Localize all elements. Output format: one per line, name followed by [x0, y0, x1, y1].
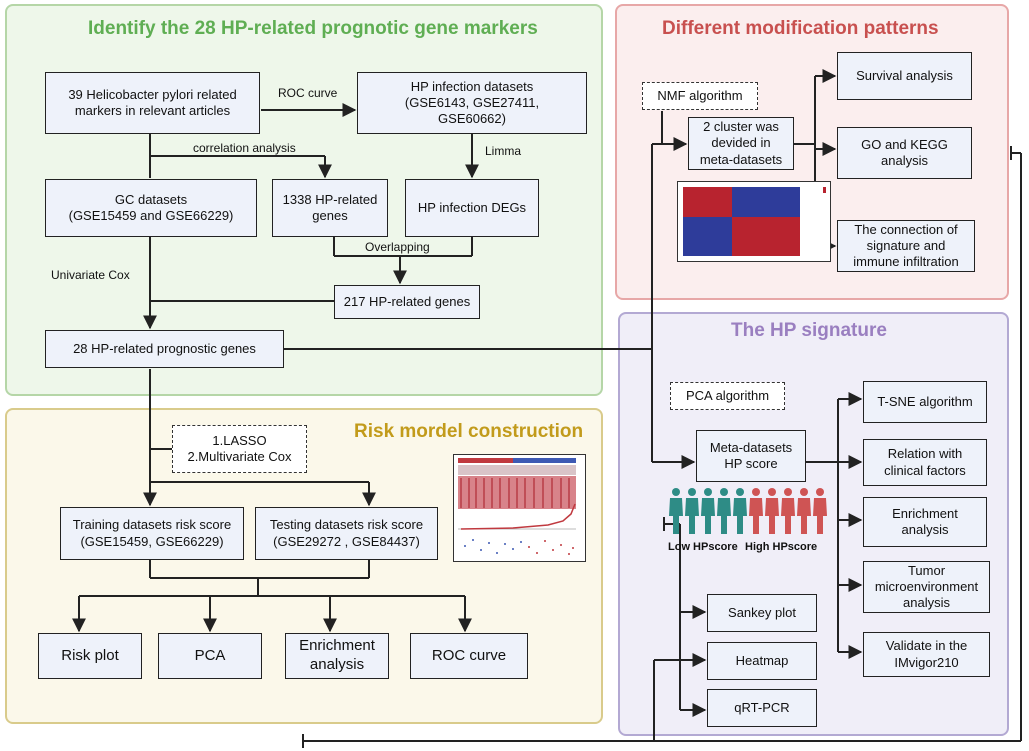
overlapping-label: Overlapping — [365, 240, 430, 254]
tumor-microenvironment-box: Tumor microenvironment analysis — [863, 561, 990, 613]
risk-plot-thumbnail — [453, 454, 586, 562]
clusters-box: 2 cluster was devided in meta-datasets — [688, 117, 794, 170]
qrt-pcr-box: qRT-PCR — [707, 689, 817, 727]
modification-title: Different modification patterns — [662, 18, 939, 39]
low-hpscore-label: Low HPscore — [668, 541, 738, 553]
limma-label: Limma — [485, 144, 522, 158]
hp-infection-degs-box: HP infection DEGs — [405, 179, 539, 237]
signature-title: The HP signature — [731, 320, 887, 341]
sankey-plot-box: Sankey plot — [707, 594, 817, 632]
hp-infection-datasets-box: HP infection datasets (GSE6143, GSE27411… — [357, 72, 587, 134]
heatmap-box: Heatmap — [707, 642, 817, 680]
sig-enrichment-box: Enrichment analysis — [863, 497, 987, 547]
meta-hp-score-box: Meta-datasets HP score — [696, 430, 806, 482]
roc-curve-box: ROC curve — [410, 633, 528, 679]
go-kegg-box: GO and KEGG analysis — [837, 127, 972, 179]
nmf-algorithm-box: NMF algorithm — [642, 82, 758, 110]
imvigor-box: Validate in the IMvigor210 — [863, 632, 990, 677]
tsne-box: T-SNE algorithm — [863, 381, 987, 423]
people-icons — [669, 488, 827, 534]
testing-risk-score-box: Testing datasets risk score (GSE29272 , … — [255, 507, 438, 560]
risk-title: Risk mordel construction — [354, 421, 584, 442]
survival-analysis-box: Survival analysis — [837, 52, 972, 100]
prognostic-genes-28-box: 28 HP-related prognostic genes — [45, 330, 284, 368]
identify-title: Identify the 28 HP-related prognotic gen… — [88, 18, 538, 39]
training-risk-score-box: Training datasets risk score (GSE15459, … — [60, 507, 244, 560]
risk-plot-box: Risk plot — [38, 633, 142, 679]
pca-algorithm-box: PCA algorithm — [670, 382, 785, 410]
pca-box: PCA — [158, 633, 262, 679]
roc-curve-label: ROC curve — [278, 86, 338, 100]
clinical-factors-box: Relation with clinical factors — [863, 439, 987, 486]
hp-related-genes-1338-box: 1338 HP-related genes — [272, 179, 388, 237]
hp-markers-box: 39 Helicobacter pylori related markers i… — [45, 72, 260, 134]
lasso-method-box: 1.LASSO 2.Multivariate Cox — [172, 425, 307, 473]
univariate-cox-label: Univariate Cox — [51, 268, 130, 282]
consensus-heatmap — [677, 181, 831, 262]
hp-related-genes-217-box: 217 HP-related genes — [334, 285, 480, 319]
correlation-analysis-label: correlation analysis — [193, 141, 296, 155]
immune-infiltration-box: The connection of signature and immune i… — [837, 220, 975, 272]
gc-datasets-box: GC datasets (GSE15459 and GSE66229) — [45, 179, 257, 237]
enrichment-analysis-box: Enrichment analysis — [285, 633, 389, 679]
high-hpscore-label: High HPscore — [745, 541, 818, 553]
